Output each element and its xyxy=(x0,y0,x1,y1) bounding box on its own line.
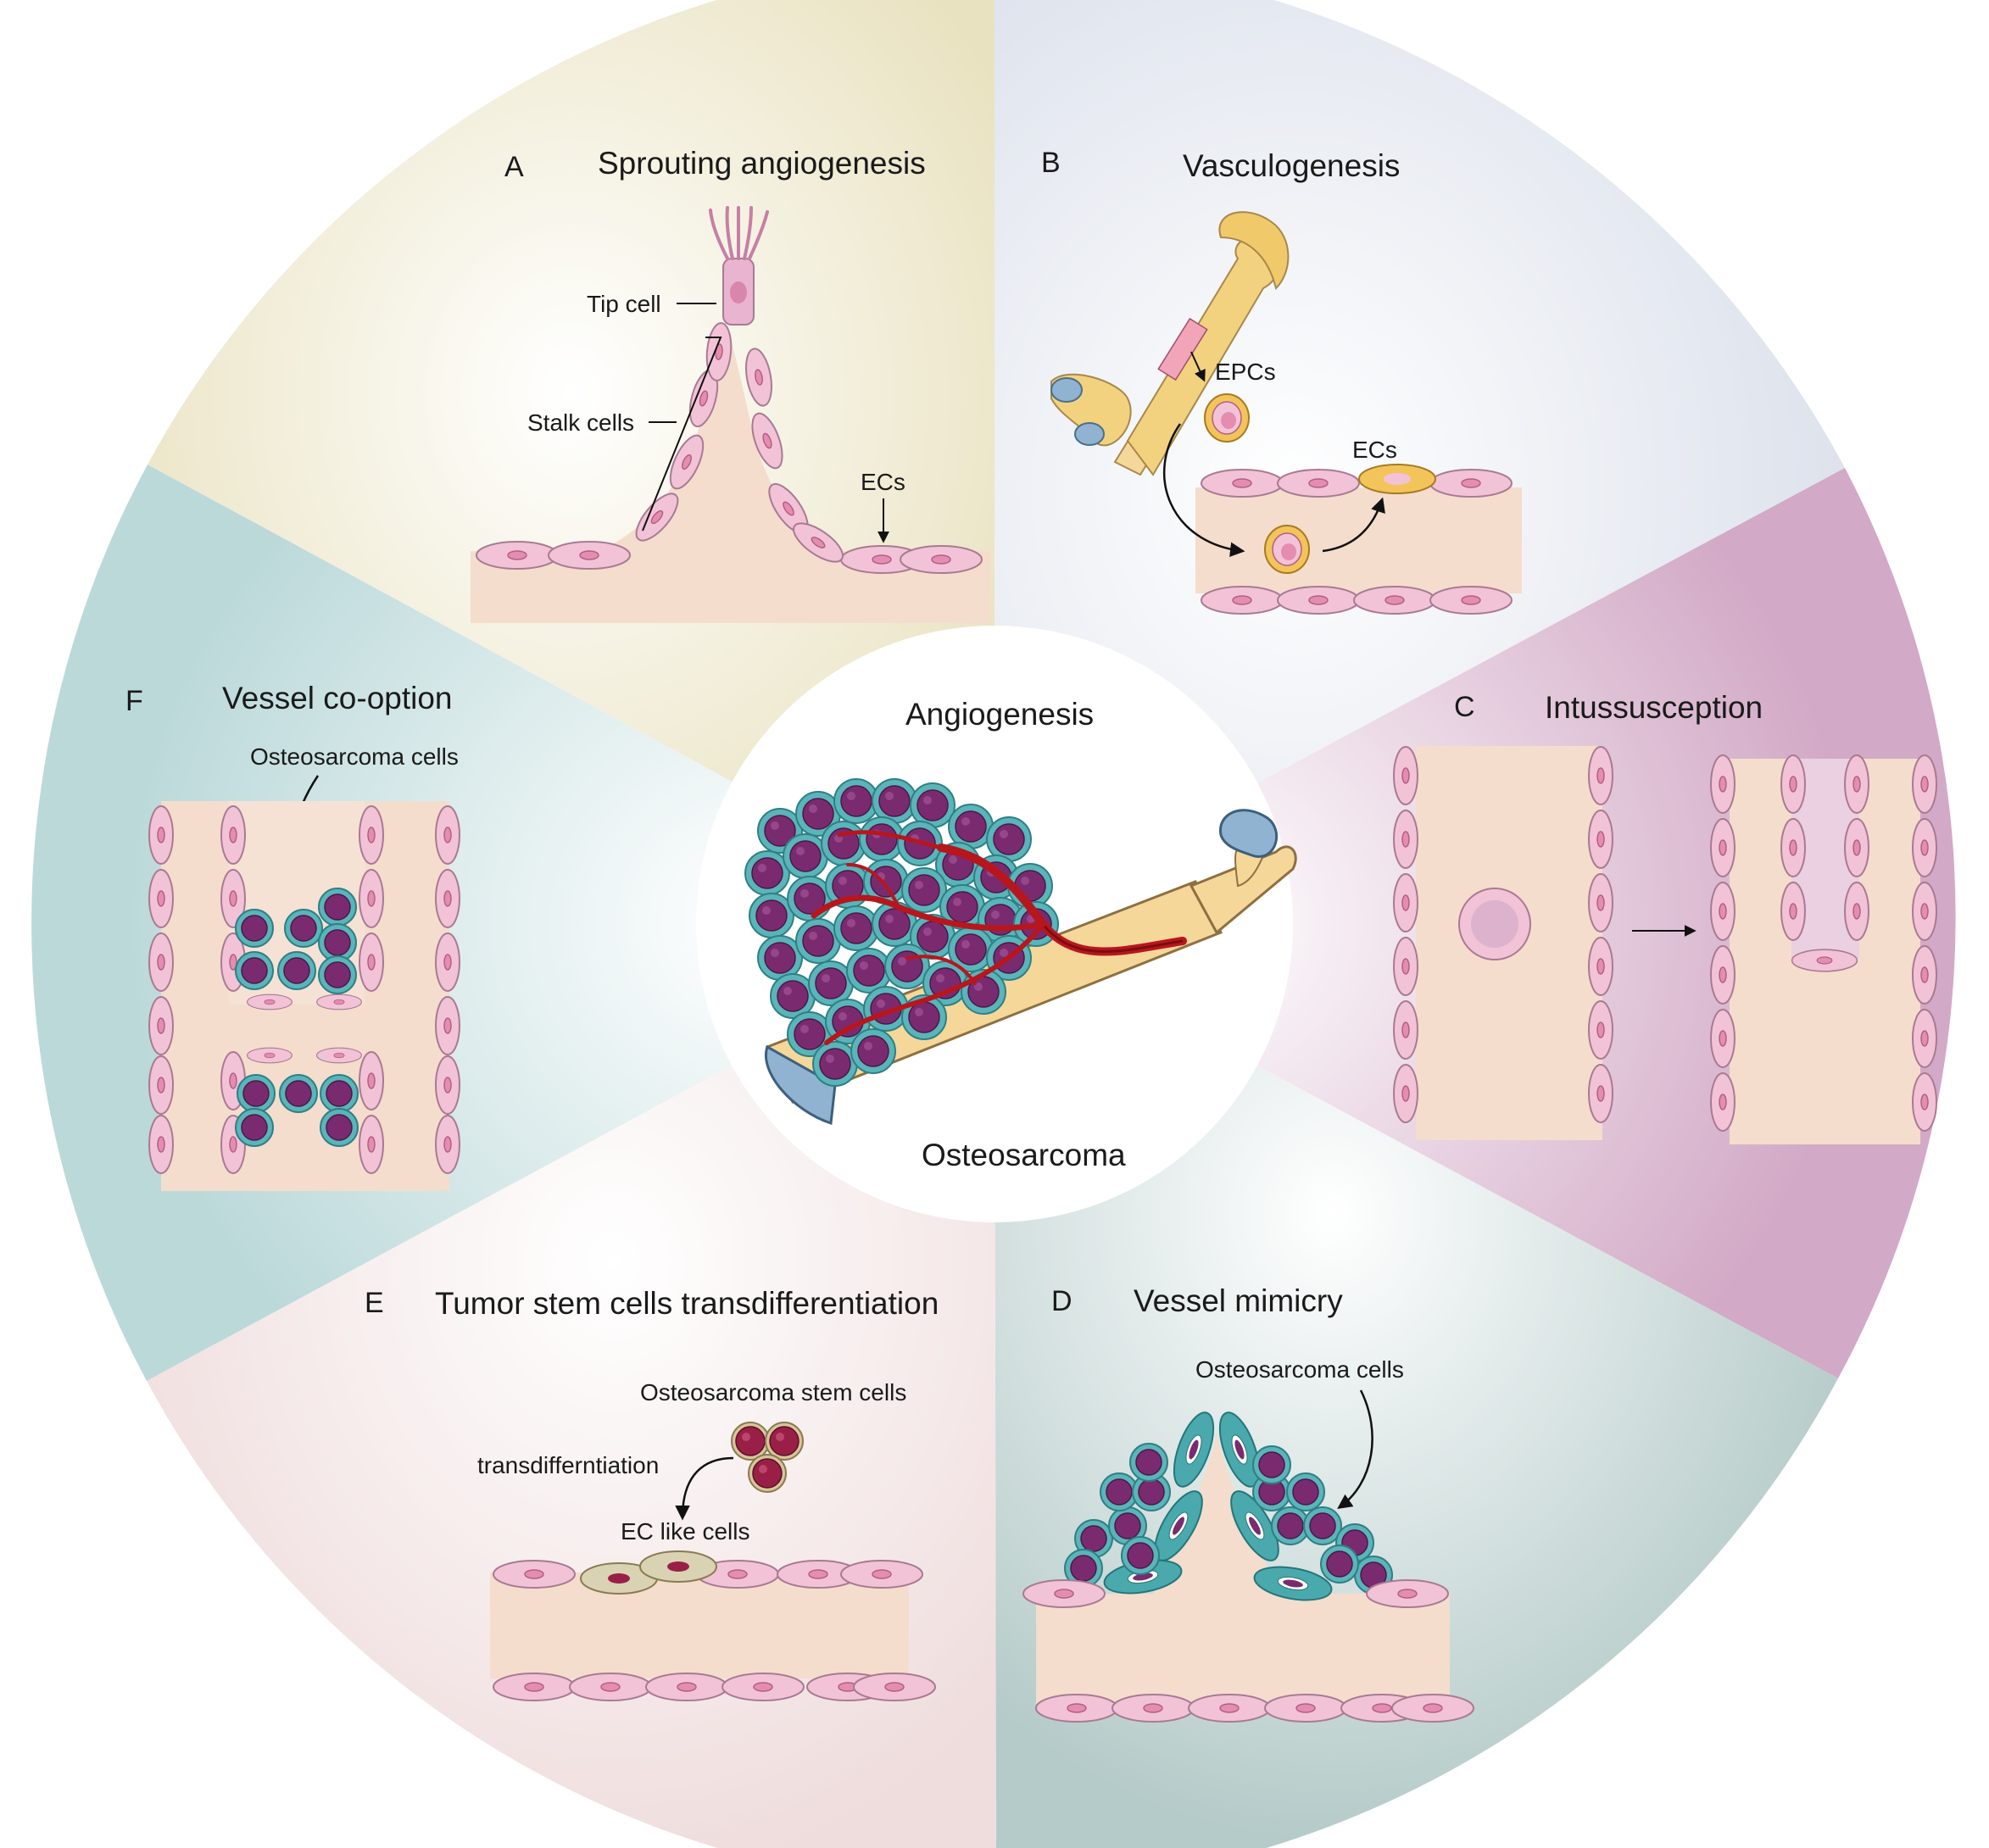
epc-cell xyxy=(1204,393,1250,443)
arrow-transdiff xyxy=(675,1456,734,1521)
label-ecs-B: ECs xyxy=(1352,437,1397,463)
label-stem-cells: Osteosarcoma stem cells xyxy=(640,1379,906,1405)
panel-title-F: Vessel co-option xyxy=(222,681,453,715)
panel-title-E: Tumor stem cells transdifferentiation xyxy=(435,1286,939,1321)
sector-B xyxy=(994,0,1845,924)
arrow-epc-to-ec xyxy=(1322,497,1385,553)
endothelial-row-B-top xyxy=(1201,464,1513,498)
center-circle: Angiogenesis Osteosarcoma xyxy=(696,626,1297,1222)
panel-C: C Intussusception xyxy=(1393,690,1937,1144)
panel-title-A: Sprouting angiogenesis xyxy=(598,146,926,181)
label-stalk-cells: Stalk cells xyxy=(527,409,634,436)
center-subtitle: Osteosarcoma xyxy=(922,1138,1126,1172)
panel-title-B: Vasculogenesis xyxy=(1183,148,1400,183)
endothelial-row-E xyxy=(493,1550,936,1701)
panel-D: D Vessel mimicry Osteosarcoma cells xyxy=(1022,1283,1474,1723)
vessel-B xyxy=(1195,487,1522,593)
panel-letter-C: C xyxy=(1454,691,1475,723)
panel-letter-F: F xyxy=(125,685,143,717)
label-cells-D: Osteosarcoma cells xyxy=(1195,1356,1404,1383)
label-tip-cell: Tip cell xyxy=(587,291,661,317)
tip-cell xyxy=(709,206,769,326)
intussusceptive-pillar xyxy=(1458,888,1531,960)
vessel-D xyxy=(1036,1433,1450,1704)
panel-letter-D: D xyxy=(1051,1285,1072,1317)
arrow-epcs xyxy=(1190,351,1206,382)
label-ec-like: EC like cells xyxy=(621,1518,749,1545)
arrow-epc-to-vessel xyxy=(1162,423,1245,558)
label-ecs-A: ECs xyxy=(861,469,905,495)
panel-E: E Tumor stem cells transdifferentiation … xyxy=(365,1286,939,1701)
panel-letter-B: B xyxy=(1041,147,1061,179)
bracket-stalk xyxy=(642,337,722,532)
panel-B: B Vasculogenesis EPCs ECs xyxy=(1041,147,1522,615)
center-title: Angiogenesis xyxy=(905,697,1094,732)
sprout-lumen xyxy=(598,326,839,551)
panel-F: F Vessel co-option Osteosarcoma cells xyxy=(125,681,460,1191)
epc-in-vessel xyxy=(1264,525,1310,574)
label-epcs: EPCs xyxy=(1215,359,1276,385)
panel-A: A Sprouting angiogenesis Tip cell Stalk … xyxy=(471,146,990,623)
label-transdiff: transdifferntiation xyxy=(477,1452,659,1478)
panel-title-C: Intussusception xyxy=(1545,690,1763,725)
bone-icon xyxy=(1050,211,1290,476)
panel-title-D: Vessel mimicry xyxy=(1134,1283,1343,1318)
arrow-cells-D xyxy=(1337,1389,1373,1510)
blood-vessel-network xyxy=(811,830,1187,1045)
label-cells-F: Osteosarcoma cells xyxy=(250,743,459,770)
sector-A xyxy=(148,0,994,924)
panel-letter-A: A xyxy=(504,151,524,183)
vessel-E xyxy=(490,1572,909,1678)
panel-letter-E: E xyxy=(365,1287,384,1319)
